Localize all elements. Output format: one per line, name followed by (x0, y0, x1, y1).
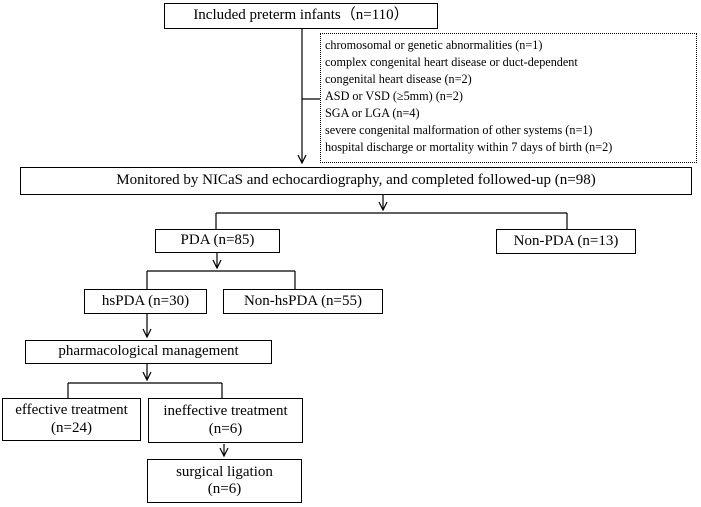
effective-treatment-label: effective treatment (15, 402, 128, 419)
exclusion-item: chromosomal or genetic abnormalities (n=… (325, 38, 543, 52)
ineffective-treatment-label: ineffective treatment (163, 403, 288, 420)
surgical-ligation-label: surgical ligation (176, 463, 273, 480)
surgical-ligation-count: (n=6) (207, 481, 242, 497)
hspda-text: hsPDA (n=30) (101, 292, 190, 309)
pharmacological-management-box: pharmacological management (25, 340, 272, 364)
exclusion-item: hospital discharge or mortality within 7… (325, 140, 613, 154)
non-hspda-text: Non-hsPDA (n=55) (243, 292, 363, 309)
exclusion-item: congenital heart disease (n=2) (325, 72, 472, 86)
exclusion-item: ASD or VSD (≥5mm) (n=2) (325, 89, 463, 103)
non-hspda-box: Non-hsPDA (n=55) (223, 289, 383, 314)
effective-treatment-box: effective treatment (n=24) (2, 398, 141, 441)
exclusion-criteria-box: chromosomal or genetic abnormalities (n=… (320, 33, 697, 163)
exclusion-item: complex congenital heart disease or duct… (325, 55, 578, 69)
surgical-ligation-box: surgical ligation (n=6) (147, 459, 302, 503)
pda-text: PDA (n=85) (180, 232, 255, 249)
included-infants-text: Included preterm infants（n=110） (193, 7, 409, 24)
pda-box: PDA (n=85) (155, 229, 280, 253)
exclusion-item: SGA or LGA (n=4) (325, 106, 420, 120)
ineffective-treatment-count: (n=6) (208, 420, 243, 437)
pharmacological-management-text: pharmacological management (58, 343, 239, 360)
included-infants-box: Included preterm infants（n=110） (164, 3, 438, 29)
effective-treatment-count: (n=24) (51, 419, 92, 436)
hspda-box: hsPDA (n=30) (84, 289, 207, 314)
non-pda-box: Non-PDA (n=13) (496, 229, 636, 254)
non-pda-text: Non-PDA (n=13) (513, 232, 619, 249)
exclusion-item: severe congenital malformation of other … (325, 123, 593, 137)
monitored-text: Monitored by NICaS and echocardiography,… (116, 172, 596, 189)
monitored-box: Monitored by NICaS and echocardiography,… (20, 167, 692, 195)
ineffective-treatment-box: ineffective treatment (n=6) (148, 398, 303, 443)
